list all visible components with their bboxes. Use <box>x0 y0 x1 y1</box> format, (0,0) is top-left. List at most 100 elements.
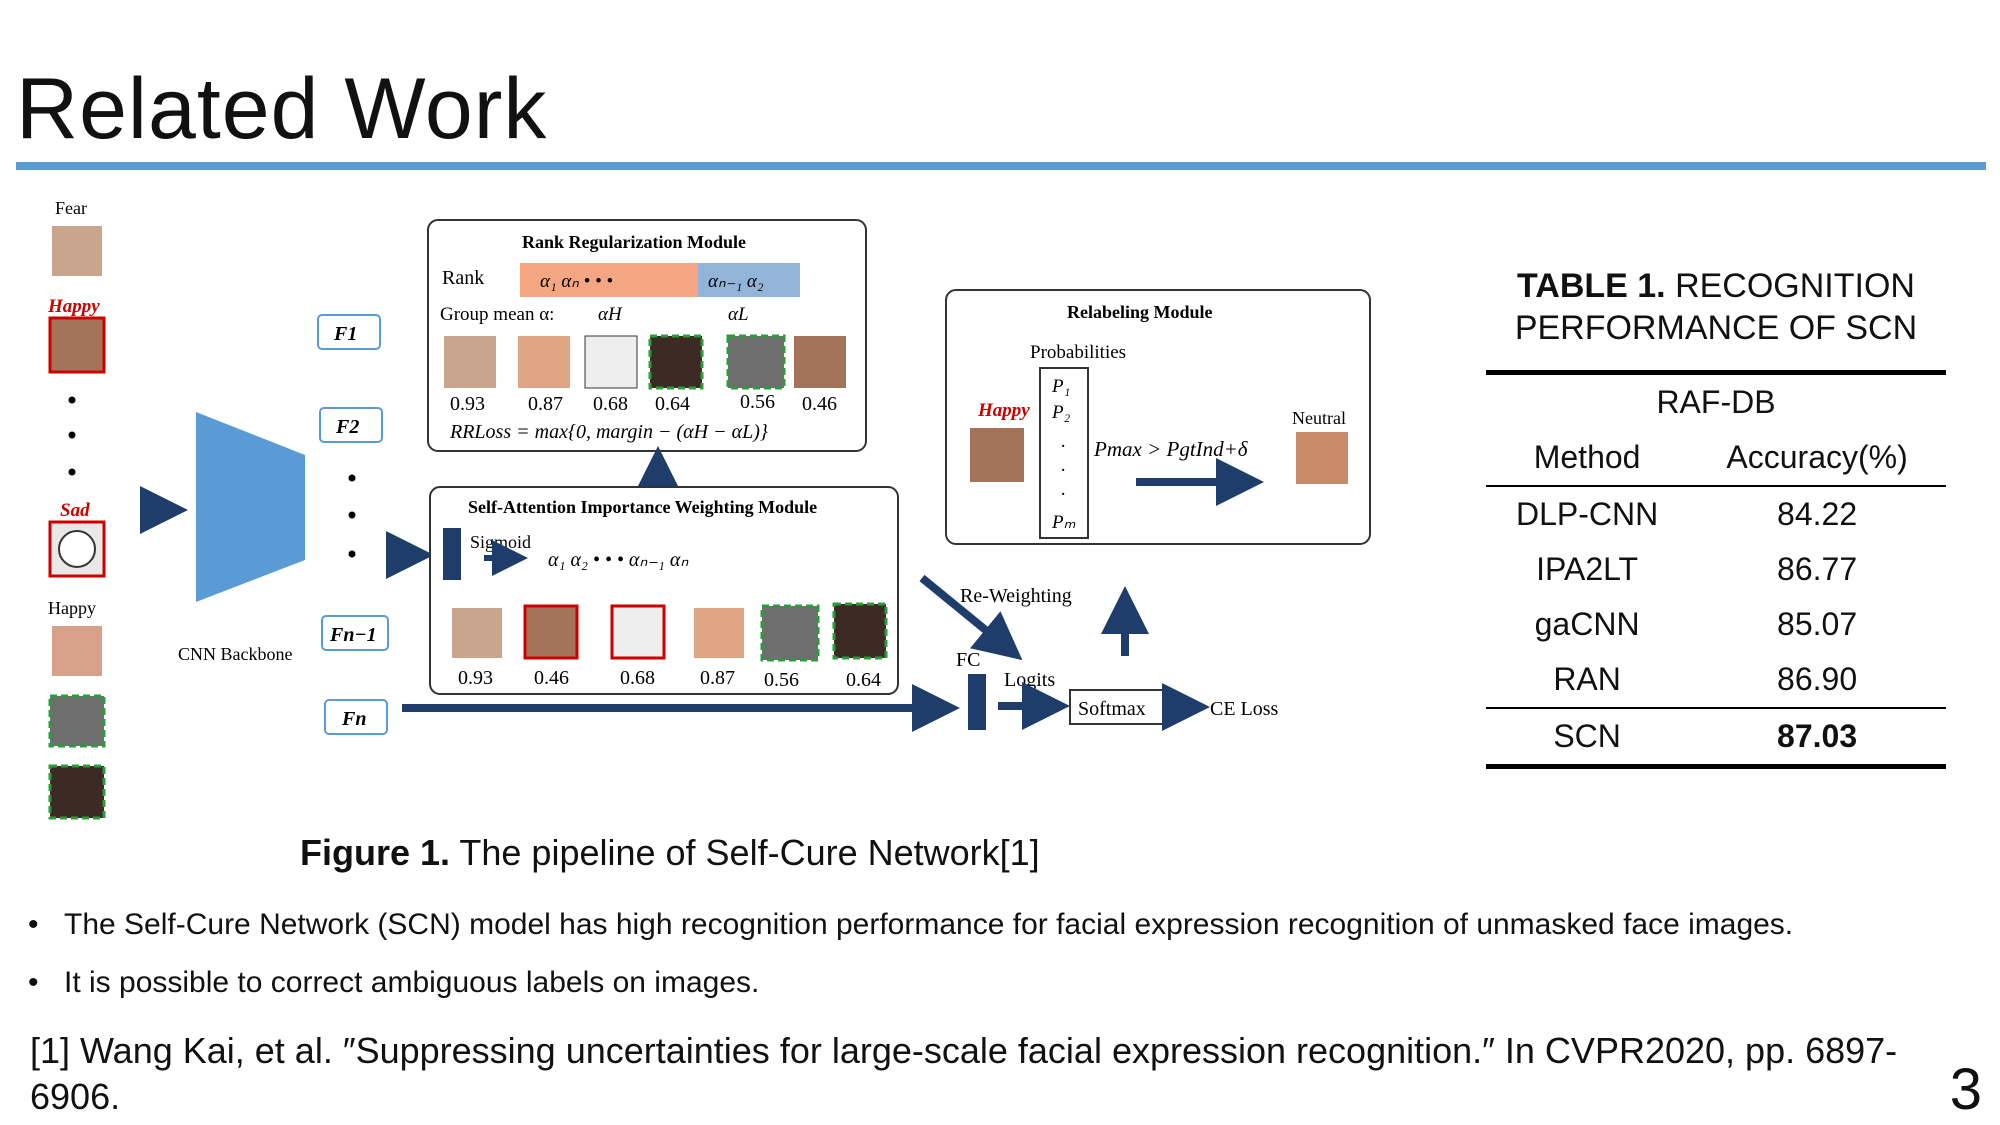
bullet-item: •It is possible to correct ambiguous lab… <box>22 963 1997 1021</box>
label-fear: Fear <box>55 198 87 218</box>
rank-bar-high <box>520 263 698 297</box>
table-cell-method: DLP-CNN <box>1515 496 1659 532</box>
table-cell-accuracy-best: 87.03 <box>1688 707 1946 769</box>
rank-label: Rank <box>442 267 484 289</box>
face-thumb <box>610 604 666 660</box>
feature-box-fn <box>324 699 388 735</box>
face-thumb <box>518 336 570 388</box>
svg-text:0.68: 0.68 <box>620 667 655 689</box>
attention-fc-bar <box>443 528 461 580</box>
bullet-item: •The Self-Cure Network (SCN) model has h… <box>22 905 1997 963</box>
face-thumb-noisy <box>648 334 704 390</box>
face-thumb <box>694 608 744 658</box>
figure-caption-text: The pipeline of Self-Cure Network[1] <box>450 832 1040 873</box>
fc-bar <box>968 674 986 730</box>
reference: [1] Wang Kai, et al. ″Suppressing uncert… <box>30 1030 1898 1117</box>
rank-module-title: Rank Regularization Module <box>522 232 746 252</box>
ce-loss-label: CE Loss <box>1210 698 1279 720</box>
attention-weights: α₁ α₂ • • • αₙ₋₁ αₙ <box>548 549 689 571</box>
attention-module-title: Self-Attention Importance Weighting Modu… <box>468 497 817 517</box>
label-happy-red: Happy <box>47 296 100 317</box>
table-cell-accuracy: 84.22 <box>1777 496 1858 532</box>
svg-text:0.56: 0.56 <box>764 669 799 691</box>
sigmoid-label: Sigmoid <box>470 532 531 552</box>
probability-entries: · <box>1060 460 1066 481</box>
relabel-condition: Pmax > PgtInd+δ <box>1093 437 1249 461</box>
svg-text:0.68: 0.68 <box>593 393 628 415</box>
probability-entries: · <box>1060 436 1066 457</box>
feature-label: F2 <box>335 416 359 438</box>
table-cell-method: IPA2LT <box>1536 551 1639 587</box>
logits-label: Logits <box>1004 669 1055 691</box>
table-caption-label: TABLE 1. <box>1517 267 1666 305</box>
probability-entries: Pₘ <box>1051 512 1076 533</box>
feature-label: Fn <box>341 708 366 730</box>
scn-pipeline-figure: Fear Happy Sad Happy CNN Backbone F1 F2 … <box>47 198 1371 820</box>
softmax-label: Softmax <box>1078 698 1146 720</box>
svg-text:0.56: 0.56 <box>740 391 775 413</box>
neutral-label: Neutral <box>1292 408 1346 428</box>
fc-label: FC <box>956 649 980 671</box>
ellipsis-dot <box>68 431 76 439</box>
svg-text:0.46: 0.46 <box>534 667 569 689</box>
slide-title: Related Work <box>16 61 548 157</box>
face-thumb <box>52 626 102 676</box>
table-row: IPA2LT 86.77 <box>1486 542 1946 597</box>
face-thumb <box>584 335 638 389</box>
alpha-h: αH <box>598 304 623 325</box>
feature-box-f1 <box>317 314 381 350</box>
label-sad-red: Sad <box>60 500 90 521</box>
group-mean-label: Group mean α: <box>440 304 554 325</box>
feature-label: Fn−1 <box>329 624 377 646</box>
self-attention-module <box>429 486 899 695</box>
face-thumb <box>444 336 496 388</box>
table-row: DLP-CNN 84.22 <box>1486 486 1946 542</box>
table-caption-text: RECOGNITION PERFORMANCE OF SCN <box>1514 267 1918 347</box>
face-thumb <box>52 226 102 276</box>
table-cell-method: gaCNN <box>1534 606 1640 642</box>
label-happy: Happy <box>48 598 96 618</box>
title-underline <box>16 162 1986 170</box>
ellipsis-dot <box>348 474 356 482</box>
face-thumb-noisy <box>832 602 888 660</box>
figure-caption: Figure 1. The pipeline of Self-Cure Netw… <box>300 832 1040 874</box>
table-row: RAN 86.90 <box>1486 652 1946 708</box>
face-thumb-noisy <box>760 604 820 662</box>
relabel-module-title: Relabeling Module <box>1067 302 1213 322</box>
bullet-dot: • <box>28 966 39 999</box>
face-thumb <box>452 608 502 658</box>
probability-entries: P₂ <box>1051 402 1071 423</box>
table-cell-accuracy: 86.77 <box>1777 551 1858 587</box>
bullet-list: •The Self-Cure Network (SCN) model has h… <box>22 905 1997 1021</box>
results-table: RAF-DB Method Accuracy(%) DLP-CNN 84.22 … <box>1486 370 1946 769</box>
face-thumb-noisy <box>48 764 106 820</box>
table-cell-accuracy: 85.07 <box>1777 606 1858 642</box>
svg-text:0.87: 0.87 <box>528 393 563 415</box>
table-row: gaCNN 85.07 <box>1486 597 1946 652</box>
rank-scores: 0.93 0.87 0.68 0.64 0.56 0.46 <box>450 391 837 415</box>
table-header-method: Method <box>1486 430 1689 487</box>
attention-scores: 0.93 0.46 0.68 0.87 0.56 0.64 <box>458 667 881 691</box>
face-thumb-noisy <box>48 694 106 748</box>
table-caption: TABLE 1. RECOGNITION PERFORMANCE OF SCN <box>1486 265 1946 349</box>
softmax-box <box>1069 689 1165 725</box>
face-sketch <box>58 530 96 568</box>
probabilities-label: Probabilities <box>1030 342 1126 363</box>
svg-text:0.64: 0.64 <box>846 669 881 691</box>
feature-box-fn-1 <box>321 615 389 651</box>
svg-text:0.64: 0.64 <box>655 393 690 415</box>
alpha-l: αL <box>728 304 749 325</box>
face-thumb <box>794 336 846 388</box>
rank-bar-low-text: αₙ₋₁ α₂ <box>708 271 764 292</box>
probability-entries: P₁ <box>1051 376 1070 397</box>
ellipsis-dot <box>348 550 356 558</box>
figure-caption-label: Figure 1. <box>300 832 451 873</box>
probability-vector <box>1039 367 1089 539</box>
svg-text:0.87: 0.87 <box>700 667 735 689</box>
face-thumb <box>970 428 1024 482</box>
rrloss-formula: RRLoss = max{0, margin − (αH − αL)} <box>449 421 768 443</box>
ellipsis-dot <box>68 468 76 476</box>
rank-regularization-module <box>427 219 867 452</box>
svg-text:0.93: 0.93 <box>458 667 493 689</box>
ellipsis-dot <box>68 396 76 404</box>
